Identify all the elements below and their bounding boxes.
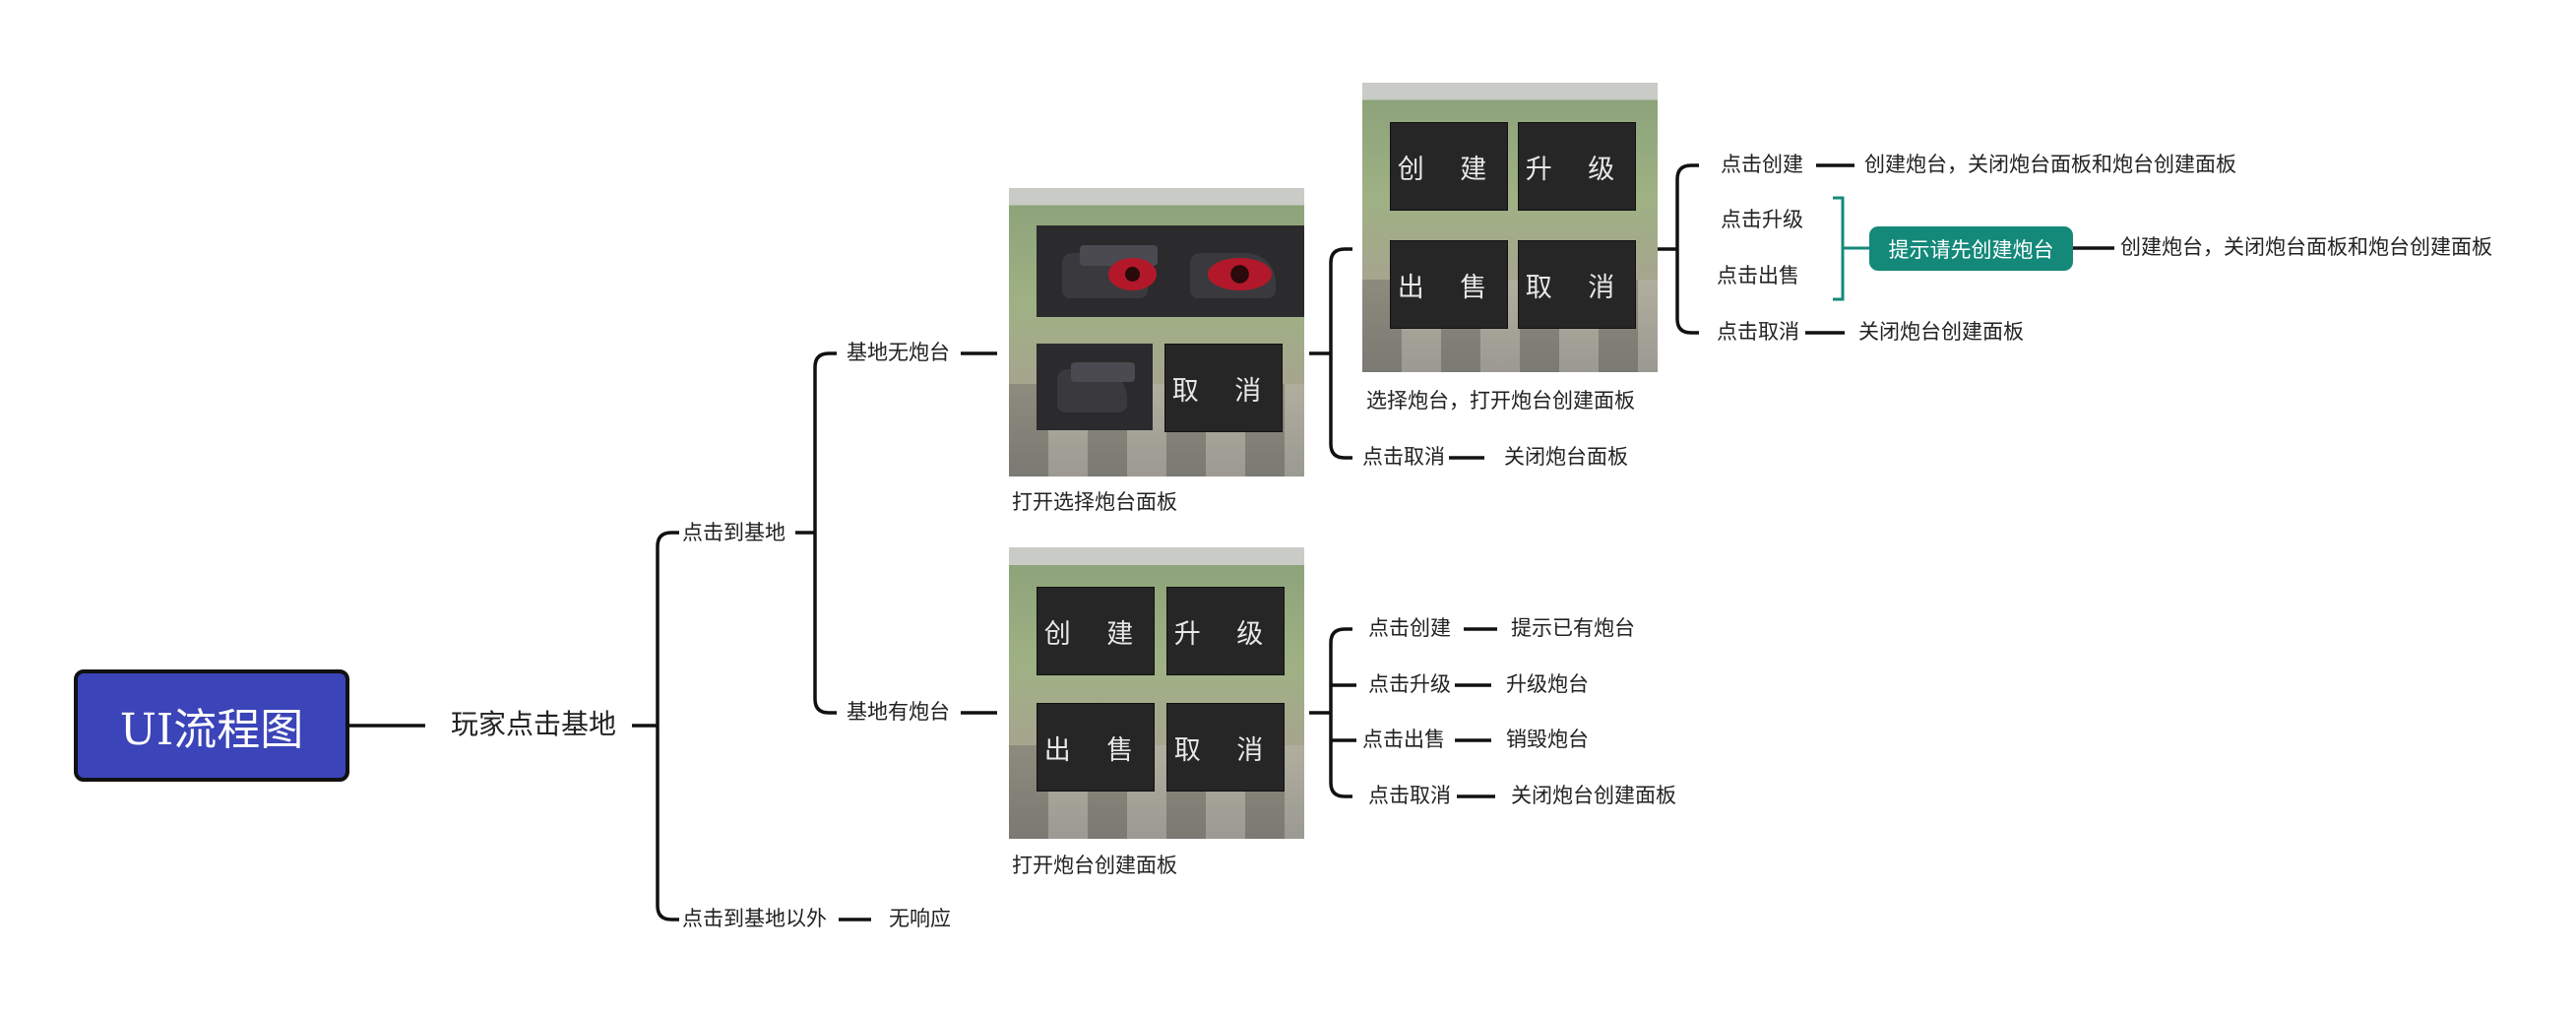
node-click-outside: 点击到基地以外 xyxy=(682,907,827,930)
hint-create-first-callout: 提示请先创建炮台 xyxy=(1869,226,2073,271)
node-click-cancel: 点击取消 xyxy=(1368,784,1451,807)
sell-button[interactable]: 出 售 xyxy=(1390,240,1508,329)
root-node: UI流程图 xyxy=(74,669,349,782)
node-hint-result: 创建炮台，关闭炮台面板和炮台创建面板 xyxy=(2120,235,2492,259)
caption-select-panel: 打开选择炮台面板 xyxy=(1012,490,1177,514)
node-click-create: 点击创建 xyxy=(1368,616,1451,640)
caption-select-turret: 选择炮台，打开炮台创建面板 xyxy=(1366,389,1635,413)
node-close-panel: 关闭炮台面板 xyxy=(1504,445,1628,469)
node-no-response: 无响应 xyxy=(889,907,951,930)
cancel-button[interactable]: 取 消 xyxy=(1518,240,1636,329)
upgrade-button[interactable]: 升 级 xyxy=(1518,122,1636,211)
node-click-upgrade: 点击升级 xyxy=(1368,672,1451,696)
node-create-result: 创建炮台，关闭炮台面板和炮台创建面板 xyxy=(1864,153,2236,176)
node-result-destroy: 销毁炮台 xyxy=(1506,728,1589,751)
node-result-close: 关闭炮台创建面板 xyxy=(1511,784,1676,807)
node-click-cancel-2: 点击取消 xyxy=(1717,320,1799,344)
cancel-button[interactable]: 取 消 xyxy=(1166,703,1285,792)
node-click-sell: 点击出售 xyxy=(1362,728,1445,751)
select-turret-panel-screenshot: 取 消 xyxy=(1009,188,1304,476)
turret-option-mortar xyxy=(1037,344,1153,430)
node-has-turret: 基地有炮台 xyxy=(847,700,950,724)
create-panel-screenshot-bottom: 创 建 升 级 出 售 取 消 xyxy=(1009,547,1304,839)
root-title: UI流程图 xyxy=(119,705,304,755)
node-click-cancel: 点击取消 xyxy=(1362,445,1445,469)
create-panel-screenshot-top: 创 建 升 级 出 售 取 消 xyxy=(1362,83,1658,372)
node-click-upgrade: 点击升级 xyxy=(1721,208,1803,231)
create-button[interactable]: 创 建 xyxy=(1390,122,1508,211)
node-click-sell: 点击出售 xyxy=(1717,264,1799,287)
upgrade-button[interactable]: 升 级 xyxy=(1166,587,1285,675)
turret-option-gatling xyxy=(1037,225,1179,317)
cancel-button[interactable]: 取 消 xyxy=(1164,344,1283,432)
node-click-create: 点击创建 xyxy=(1721,153,1803,176)
sell-button[interactable]: 出 售 xyxy=(1037,703,1155,792)
turret-option-cannon xyxy=(1164,225,1304,317)
node-cancel-result: 关闭炮台创建面板 xyxy=(1858,320,2024,344)
node-click-base: 点击到基地 xyxy=(682,521,785,544)
node-result-upgrade: 升级炮台 xyxy=(1506,672,1589,696)
caption-create-panel: 打开炮台创建面板 xyxy=(1012,854,1177,877)
create-button[interactable]: 创 建 xyxy=(1037,587,1155,675)
node-result-already-exists: 提示已有炮台 xyxy=(1511,616,1635,640)
node-no-turret: 基地无炮台 xyxy=(847,341,950,364)
node-player-click-base: 玩家点击基地 xyxy=(451,708,617,740)
